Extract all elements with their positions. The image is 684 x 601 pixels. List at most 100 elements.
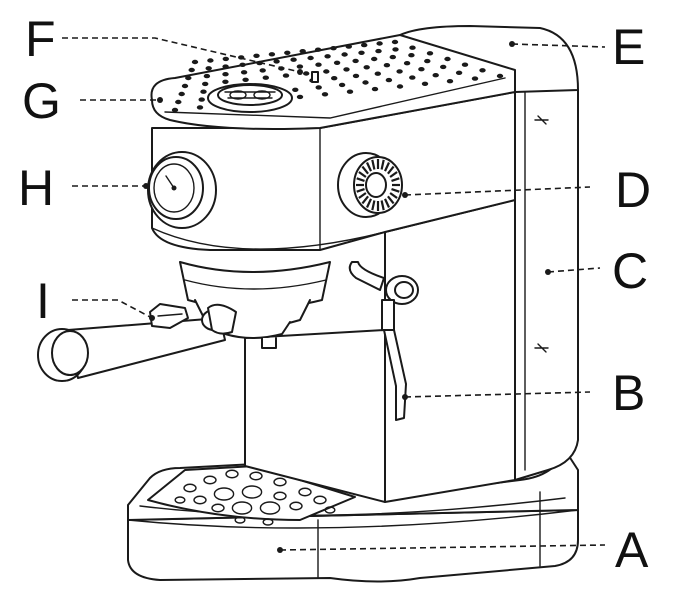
plate-hole	[331, 76, 338, 81]
tray-hole	[211, 503, 225, 513]
plate-hole	[385, 77, 393, 83]
tray-hole	[249, 471, 263, 481]
plate-hole	[290, 57, 297, 62]
knob-ridge	[361, 195, 369, 205]
plate-hole	[343, 67, 350, 72]
plate-hole	[203, 73, 211, 79]
plate-hole	[396, 84, 404, 89]
plate-hole	[296, 64, 304, 69]
leader-b	[404, 391, 591, 398]
plate-hole	[330, 46, 337, 51]
plate-hole	[362, 80, 369, 85]
plate-hole	[421, 81, 429, 87]
plate-hole	[346, 89, 354, 94]
lower-column	[244, 199, 516, 503]
tray-hole	[262, 518, 274, 526]
plate-hole	[371, 86, 379, 92]
plate-hole	[178, 91, 185, 97]
plate-hole	[323, 69, 330, 74]
plate-hole	[314, 47, 322, 52]
plate-hole	[409, 45, 416, 50]
leader-d	[404, 186, 591, 196]
knob-ridge	[356, 188, 365, 193]
label-d: D	[615, 162, 651, 218]
tray-hole	[203, 475, 217, 485]
plate-hole	[268, 52, 276, 57]
plate-hole	[240, 70, 248, 75]
plate-hole	[222, 79, 229, 85]
plate-hole	[345, 44, 352, 49]
plate-hole	[383, 62, 391, 68]
leader-lines	[62, 37, 606, 553]
tray-hole	[241, 485, 263, 499]
plate-hole	[200, 89, 207, 94]
knob-ridge	[358, 192, 367, 199]
label-b: B	[612, 365, 645, 421]
plate-hole	[446, 79, 454, 84]
plate-hole	[259, 68, 266, 73]
knob-ridge	[387, 165, 395, 175]
plate-hole	[352, 73, 360, 79]
plate-hole	[222, 56, 229, 62]
tray-hole	[193, 495, 207, 505]
knob-ridge	[371, 159, 376, 170]
plate-hole	[375, 48, 382, 54]
steam-wand	[348, 261, 419, 421]
knob-ridge	[380, 200, 385, 211]
tray-hole	[298, 487, 312, 497]
control-knob	[337, 152, 403, 218]
tray-hole	[234, 516, 246, 524]
tray-hole	[273, 491, 287, 501]
plate-hole	[262, 75, 269, 80]
portafilter	[37, 303, 237, 382]
plate-hole	[432, 73, 439, 78]
knob-ridge	[384, 162, 390, 172]
knob-ridge	[391, 177, 400, 182]
plate-hole	[191, 59, 199, 65]
plate-hole	[392, 47, 399, 52]
plate-hole	[376, 41, 383, 46]
plate-hole	[363, 65, 370, 70]
knob-ridge	[356, 177, 365, 182]
plate-hole	[292, 87, 299, 93]
plate-hole	[408, 53, 415, 58]
leader-a	[279, 544, 606, 551]
plate-hole	[188, 67, 195, 73]
knob-ridge	[380, 159, 385, 170]
knob-ridge	[366, 198, 372, 208]
plate-hole	[175, 99, 182, 105]
plate-hole	[207, 58, 214, 63]
knob-ridge	[389, 192, 398, 199]
leader-i	[72, 299, 153, 319]
label-f: F	[25, 11, 56, 67]
plate-hole	[426, 51, 434, 56]
plate-hole	[222, 64, 229, 69]
knob-ridge	[391, 188, 400, 193]
plate-hole	[389, 54, 396, 60]
tray-hole	[225, 469, 239, 479]
knob-ridge	[358, 171, 367, 178]
plate-hole	[171, 107, 179, 113]
plate-hole	[242, 77, 249, 83]
plate-hole	[253, 53, 260, 58]
plate-hole	[198, 97, 205, 102]
selector-dial	[207, 71, 319, 113]
leader-e	[511, 43, 606, 48]
tray-hole	[289, 501, 303, 511]
plate-hole	[440, 64, 447, 70]
head-body	[151, 91, 516, 251]
plate-hole	[315, 85, 322, 90]
plate-hole	[403, 61, 411, 66]
plate-hole	[333, 60, 341, 65]
plate-hole	[284, 50, 291, 55]
plate-hole	[273, 59, 280, 64]
plate-hole	[471, 76, 479, 81]
plate-hole	[371, 56, 378, 62]
plate-hole	[222, 72, 229, 77]
plate-hole	[374, 71, 381, 76]
plate-hole	[418, 67, 425, 72]
tray-hole	[313, 495, 327, 505]
plate-hole	[358, 50, 365, 55]
knob-ridge	[389, 171, 398, 178]
